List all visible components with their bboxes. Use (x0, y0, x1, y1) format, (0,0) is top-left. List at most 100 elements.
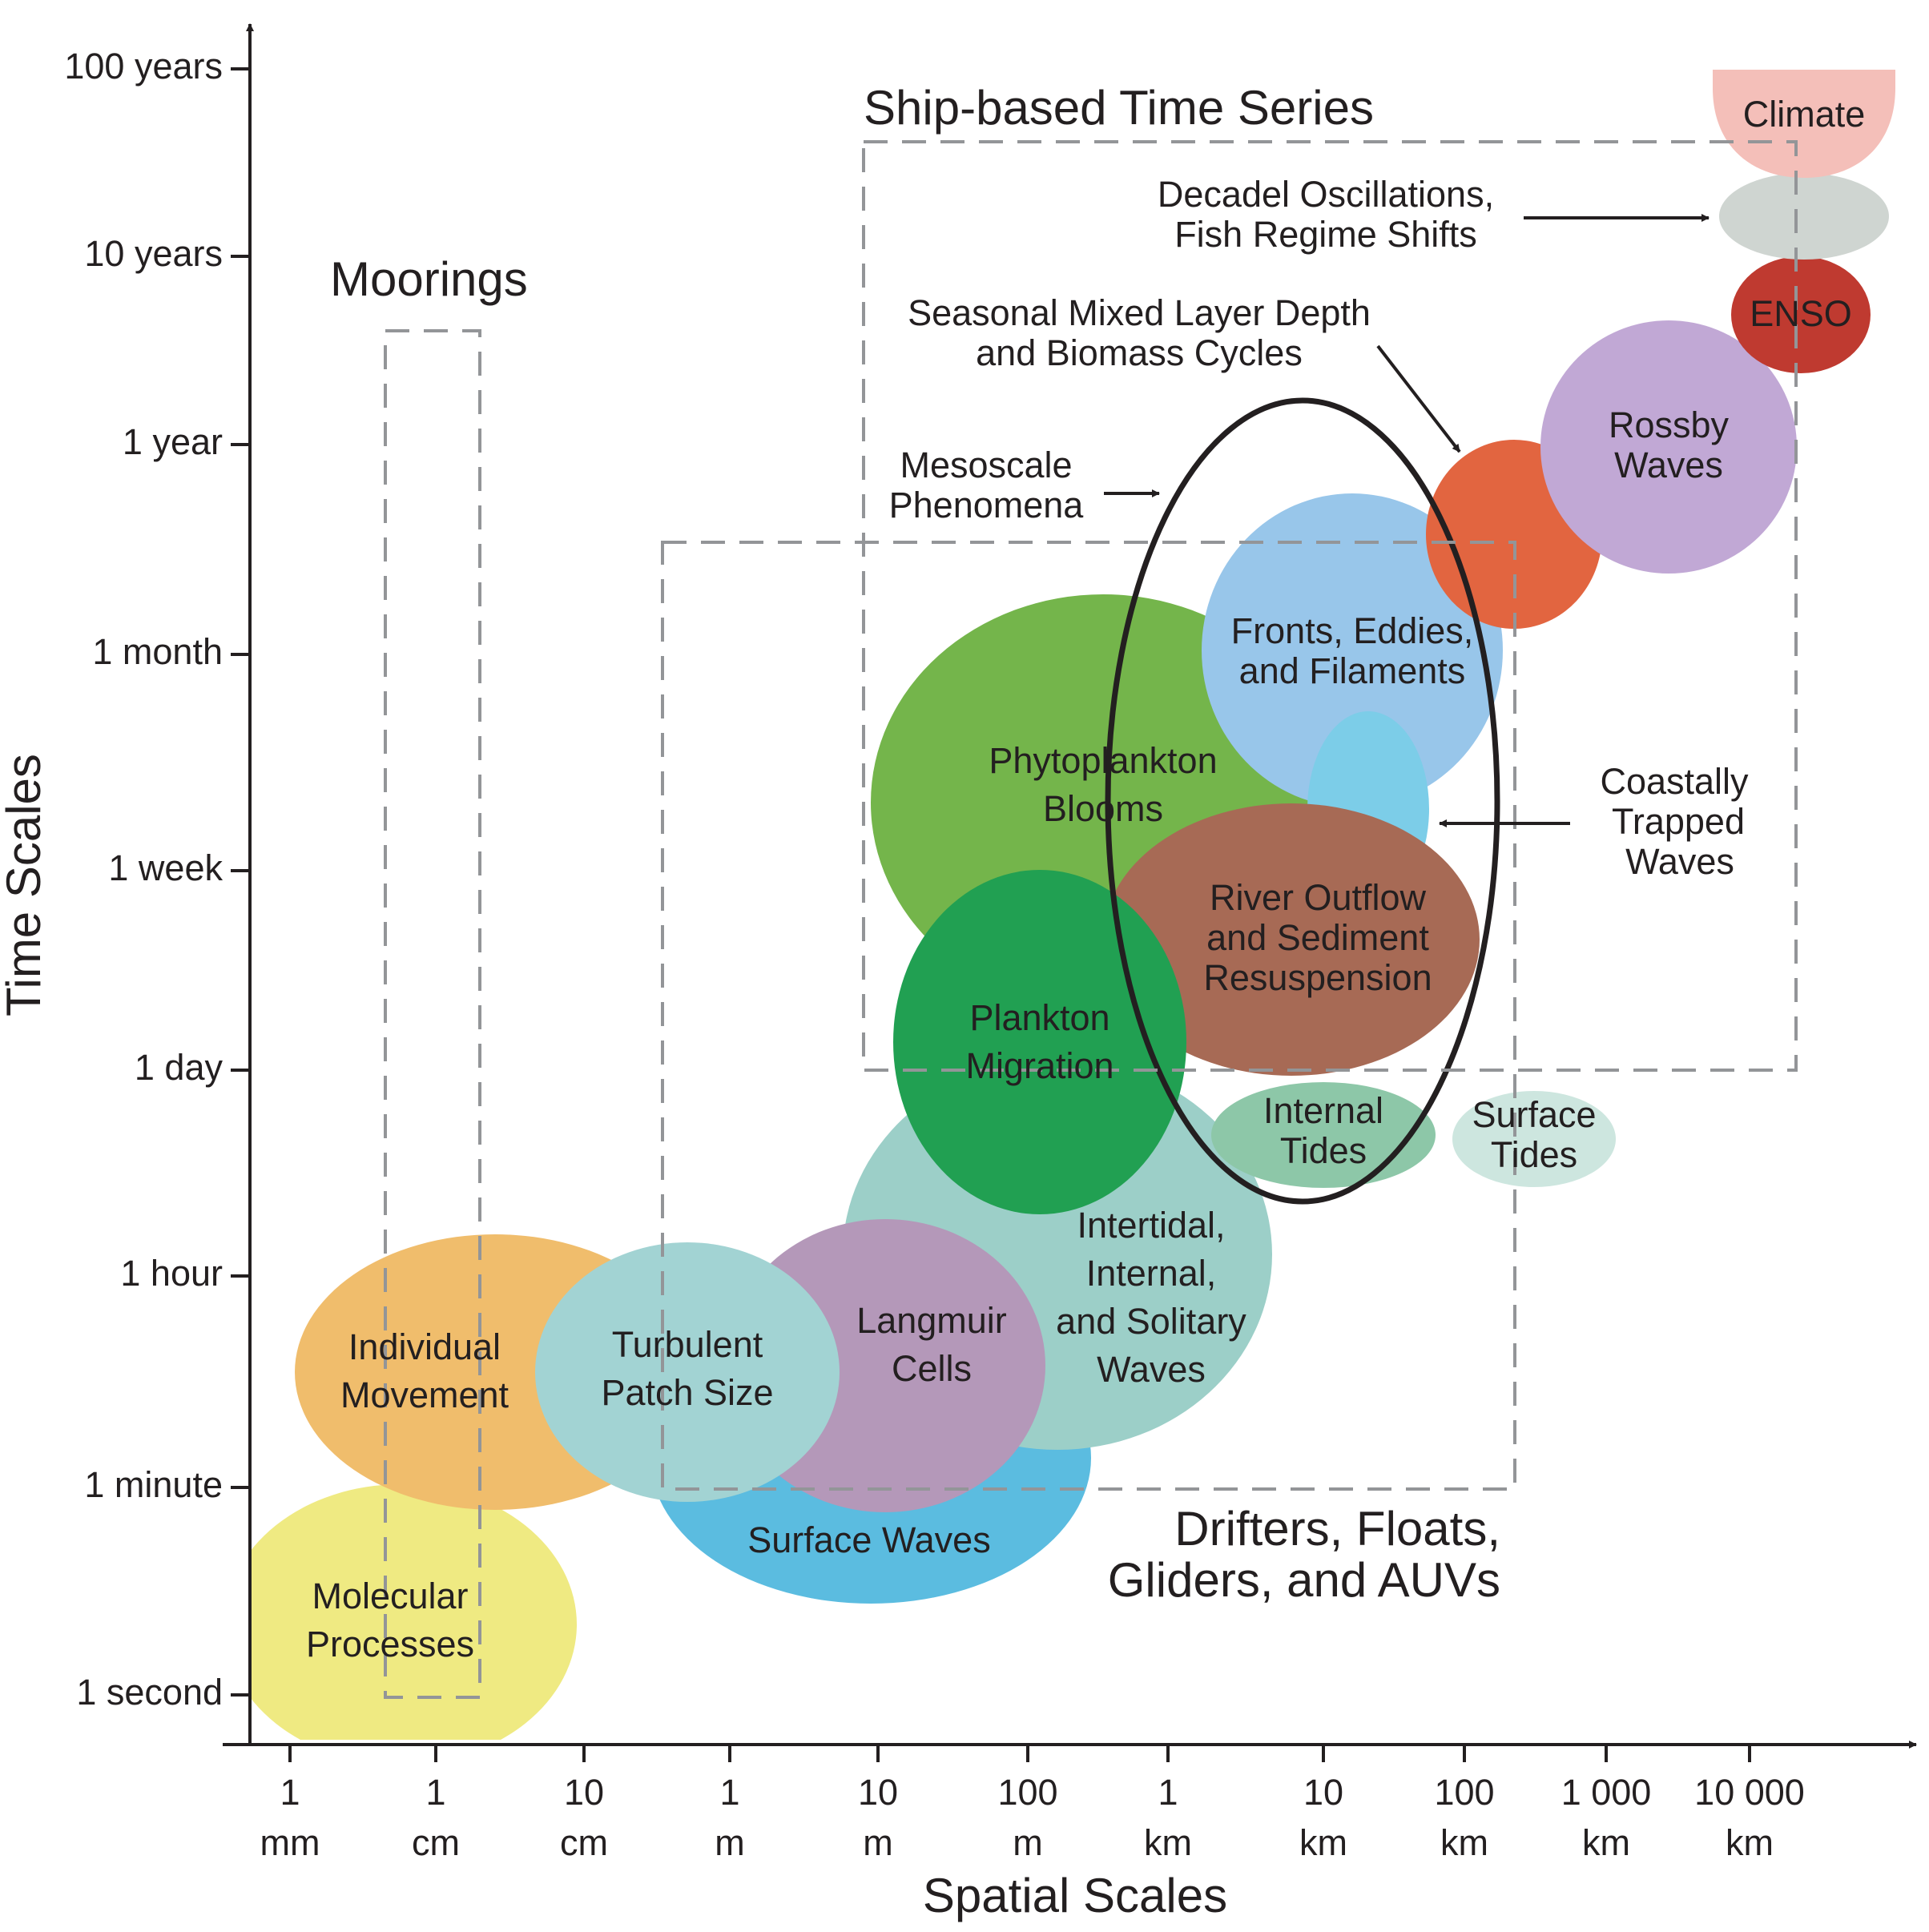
turbulent-patch-label: Turbulent Patch Size (601, 1324, 773, 1413)
x-tick-unit: m (863, 1822, 893, 1863)
x-tick-1-mm: 1 mm (260, 1745, 320, 1863)
svg-text:Tides: Tides (1280, 1130, 1367, 1171)
svg-text:Individual: Individual (348, 1326, 501, 1367)
svg-text:Movement: Movement (340, 1375, 509, 1415)
climate-blob (1713, 70, 1895, 178)
y-tick-label: 1 week (108, 847, 223, 888)
decadal-oscillations-blob (1719, 173, 1889, 260)
decadal-oscillations-annotation: Decadel Oscillations, Fish Regime Shifts (1158, 174, 1710, 255)
svg-text:Fish Regime Shifts: Fish Regime Shifts (1174, 214, 1477, 255)
x-tick-unit: km (1726, 1822, 1774, 1863)
x-tick-value: 10 (858, 1772, 898, 1813)
svg-text:Processes: Processes (306, 1624, 474, 1664)
svg-text:Surface Waves: Surface Waves (747, 1519, 990, 1560)
drifters-label-line-1: Drifters, Floats, (1174, 1502, 1500, 1556)
fronts-eddies-label: Fronts, Eddies, and Filaments (1231, 610, 1474, 691)
x-tick-1-km: 1 km (1144, 1745, 1192, 1863)
x-tick-value: 10 (1303, 1772, 1343, 1813)
enso-label: ENSO (1750, 293, 1852, 334)
svg-text:Climate: Climate (1743, 94, 1866, 135)
enso-blob (1731, 256, 1871, 373)
molecular-processes-label: Molecular Processes (306, 1576, 474, 1664)
moorings-label: Moorings (330, 252, 528, 306)
ship-based-label: Ship-based Time Series (864, 81, 1374, 135)
svg-text:Phytoplankton: Phytoplankton (989, 740, 1217, 781)
x-tick-10-m: 10 m (858, 1745, 898, 1863)
phytoplankton-blooms-label: Phytoplankton Blooms (989, 740, 1217, 829)
seasonal-cycles-annotation: Seasonal Mixed Layer Depth and Biomass C… (908, 292, 1461, 453)
drifters-label-line-2: Gliders, and AUVs (1108, 1553, 1500, 1607)
x-tick-value: 1 (425, 1772, 445, 1813)
plankton-migration-blob (893, 870, 1186, 1214)
x-tick-unit: km (1144, 1822, 1192, 1863)
individual-movement-label: Individual Movement (340, 1326, 509, 1415)
x-tick-unit: cm (560, 1822, 608, 1863)
river-outflow-blob (1103, 803, 1480, 1076)
rossby-waves-label: Rossby Waves (1609, 405, 1730, 485)
svg-text:River Outflow: River Outflow (1210, 877, 1427, 918)
x-tick-unit: km (1440, 1822, 1488, 1863)
x-tick-10000-km: 10 000 km (1694, 1745, 1805, 1863)
moorings-box (384, 329, 481, 1699)
y-tick-label: 1 day (135, 1047, 224, 1088)
svg-text:Migration: Migration (965, 1045, 1114, 1086)
svg-text:Seasonal Mixed Layer Depth: Seasonal Mixed Layer Depth (908, 292, 1371, 333)
y-tick-1-second: 1 second (76, 1672, 250, 1713)
y-axis-title: Time Scales (0, 754, 50, 1016)
svg-text:Phenomena: Phenomena (889, 485, 1085, 525)
svg-text:Internal: Internal (1263, 1090, 1383, 1131)
y-tick-1-week: 1 week (108, 847, 250, 888)
svg-text:Decadel Oscillations,: Decadel Oscillations, (1158, 174, 1494, 215)
molecular-processes-blob (250, 1484, 577, 1740)
x-tick-1-cm: 1 cm (412, 1745, 460, 1863)
svg-text:and Biomass Cycles: and Biomass Cycles (976, 332, 1303, 373)
svg-text:Tides: Tides (1491, 1134, 1577, 1175)
x-tick-1000-km: 1 000 km (1561, 1745, 1652, 1863)
svg-text:Trapped: Trapped (1612, 801, 1745, 842)
svg-text:Resuspension: Resuspension (1203, 957, 1432, 998)
x-tick-100-km: 100 km (1434, 1745, 1495, 1863)
mesoscale-phenomena-outline (1105, 397, 1500, 1205)
plankton-migration-label: Plankton Migration (965, 997, 1114, 1086)
svg-text:Waves: Waves (1097, 1349, 1206, 1390)
rossby-waves-blob (1540, 320, 1797, 574)
svg-text:Rossby: Rossby (1609, 405, 1730, 445)
svg-text:Waves: Waves (1614, 445, 1723, 485)
x-tick-value: 1 (719, 1772, 739, 1813)
svg-text:ENSO: ENSO (1750, 293, 1852, 334)
svg-text:Internal,: Internal, (1086, 1253, 1217, 1294)
surface-tides-label: Surface Tides (1472, 1094, 1596, 1175)
x-tick-unit: km (1582, 1822, 1630, 1863)
svg-text:Molecular: Molecular (312, 1576, 468, 1616)
svg-text:Surface: Surface (1472, 1094, 1596, 1135)
x-tick-value: 10 (564, 1772, 604, 1813)
y-tick-label: 1 year (123, 421, 223, 462)
y-tick-100-years: 100 years (64, 46, 250, 87)
svg-text:Langmuir: Langmuir (856, 1300, 1007, 1341)
svg-text:Waves: Waves (1625, 841, 1734, 882)
svg-text:Fronts, Eddies,: Fronts, Eddies, (1231, 610, 1474, 651)
x-tick-unit: mm (260, 1822, 320, 1863)
mesoscale-phenomena-annotation: Mesoscale Phenomena (889, 445, 1160, 525)
river-outflow-label: River Outflow and Sediment Resuspension (1203, 877, 1432, 998)
internal-tides-label: Internal Tides (1263, 1090, 1383, 1171)
y-tick-label: 1 second (76, 1672, 223, 1713)
x-tick-value: 100 (997, 1772, 1057, 1813)
svg-text:and Solitary: and Solitary (1056, 1301, 1246, 1342)
y-tick-label: 100 years (64, 46, 223, 87)
svg-text:Plankton: Plankton (969, 997, 1109, 1038)
x-tick-unit: cm (412, 1822, 460, 1863)
x-tick-10-km: 10 km (1299, 1745, 1347, 1863)
y-tick-1-hour: 1 hour (120, 1253, 250, 1294)
surface-tides-blob (1452, 1091, 1616, 1187)
ship-based-box (862, 140, 1798, 1072)
x-tick-100-m: 100 m (997, 1745, 1058, 1863)
x-tick-value: 1 000 (1561, 1772, 1652, 1813)
langmuir-cells-label: Langmuir Cells (856, 1300, 1007, 1389)
surface-waves-label: Surface Waves (747, 1519, 990, 1560)
x-tick-1-m: 1 m (715, 1745, 745, 1863)
x-tick-unit: km (1299, 1822, 1347, 1863)
svg-text:and Filaments: and Filaments (1239, 650, 1466, 691)
turbulent-patch-blob (535, 1242, 840, 1502)
